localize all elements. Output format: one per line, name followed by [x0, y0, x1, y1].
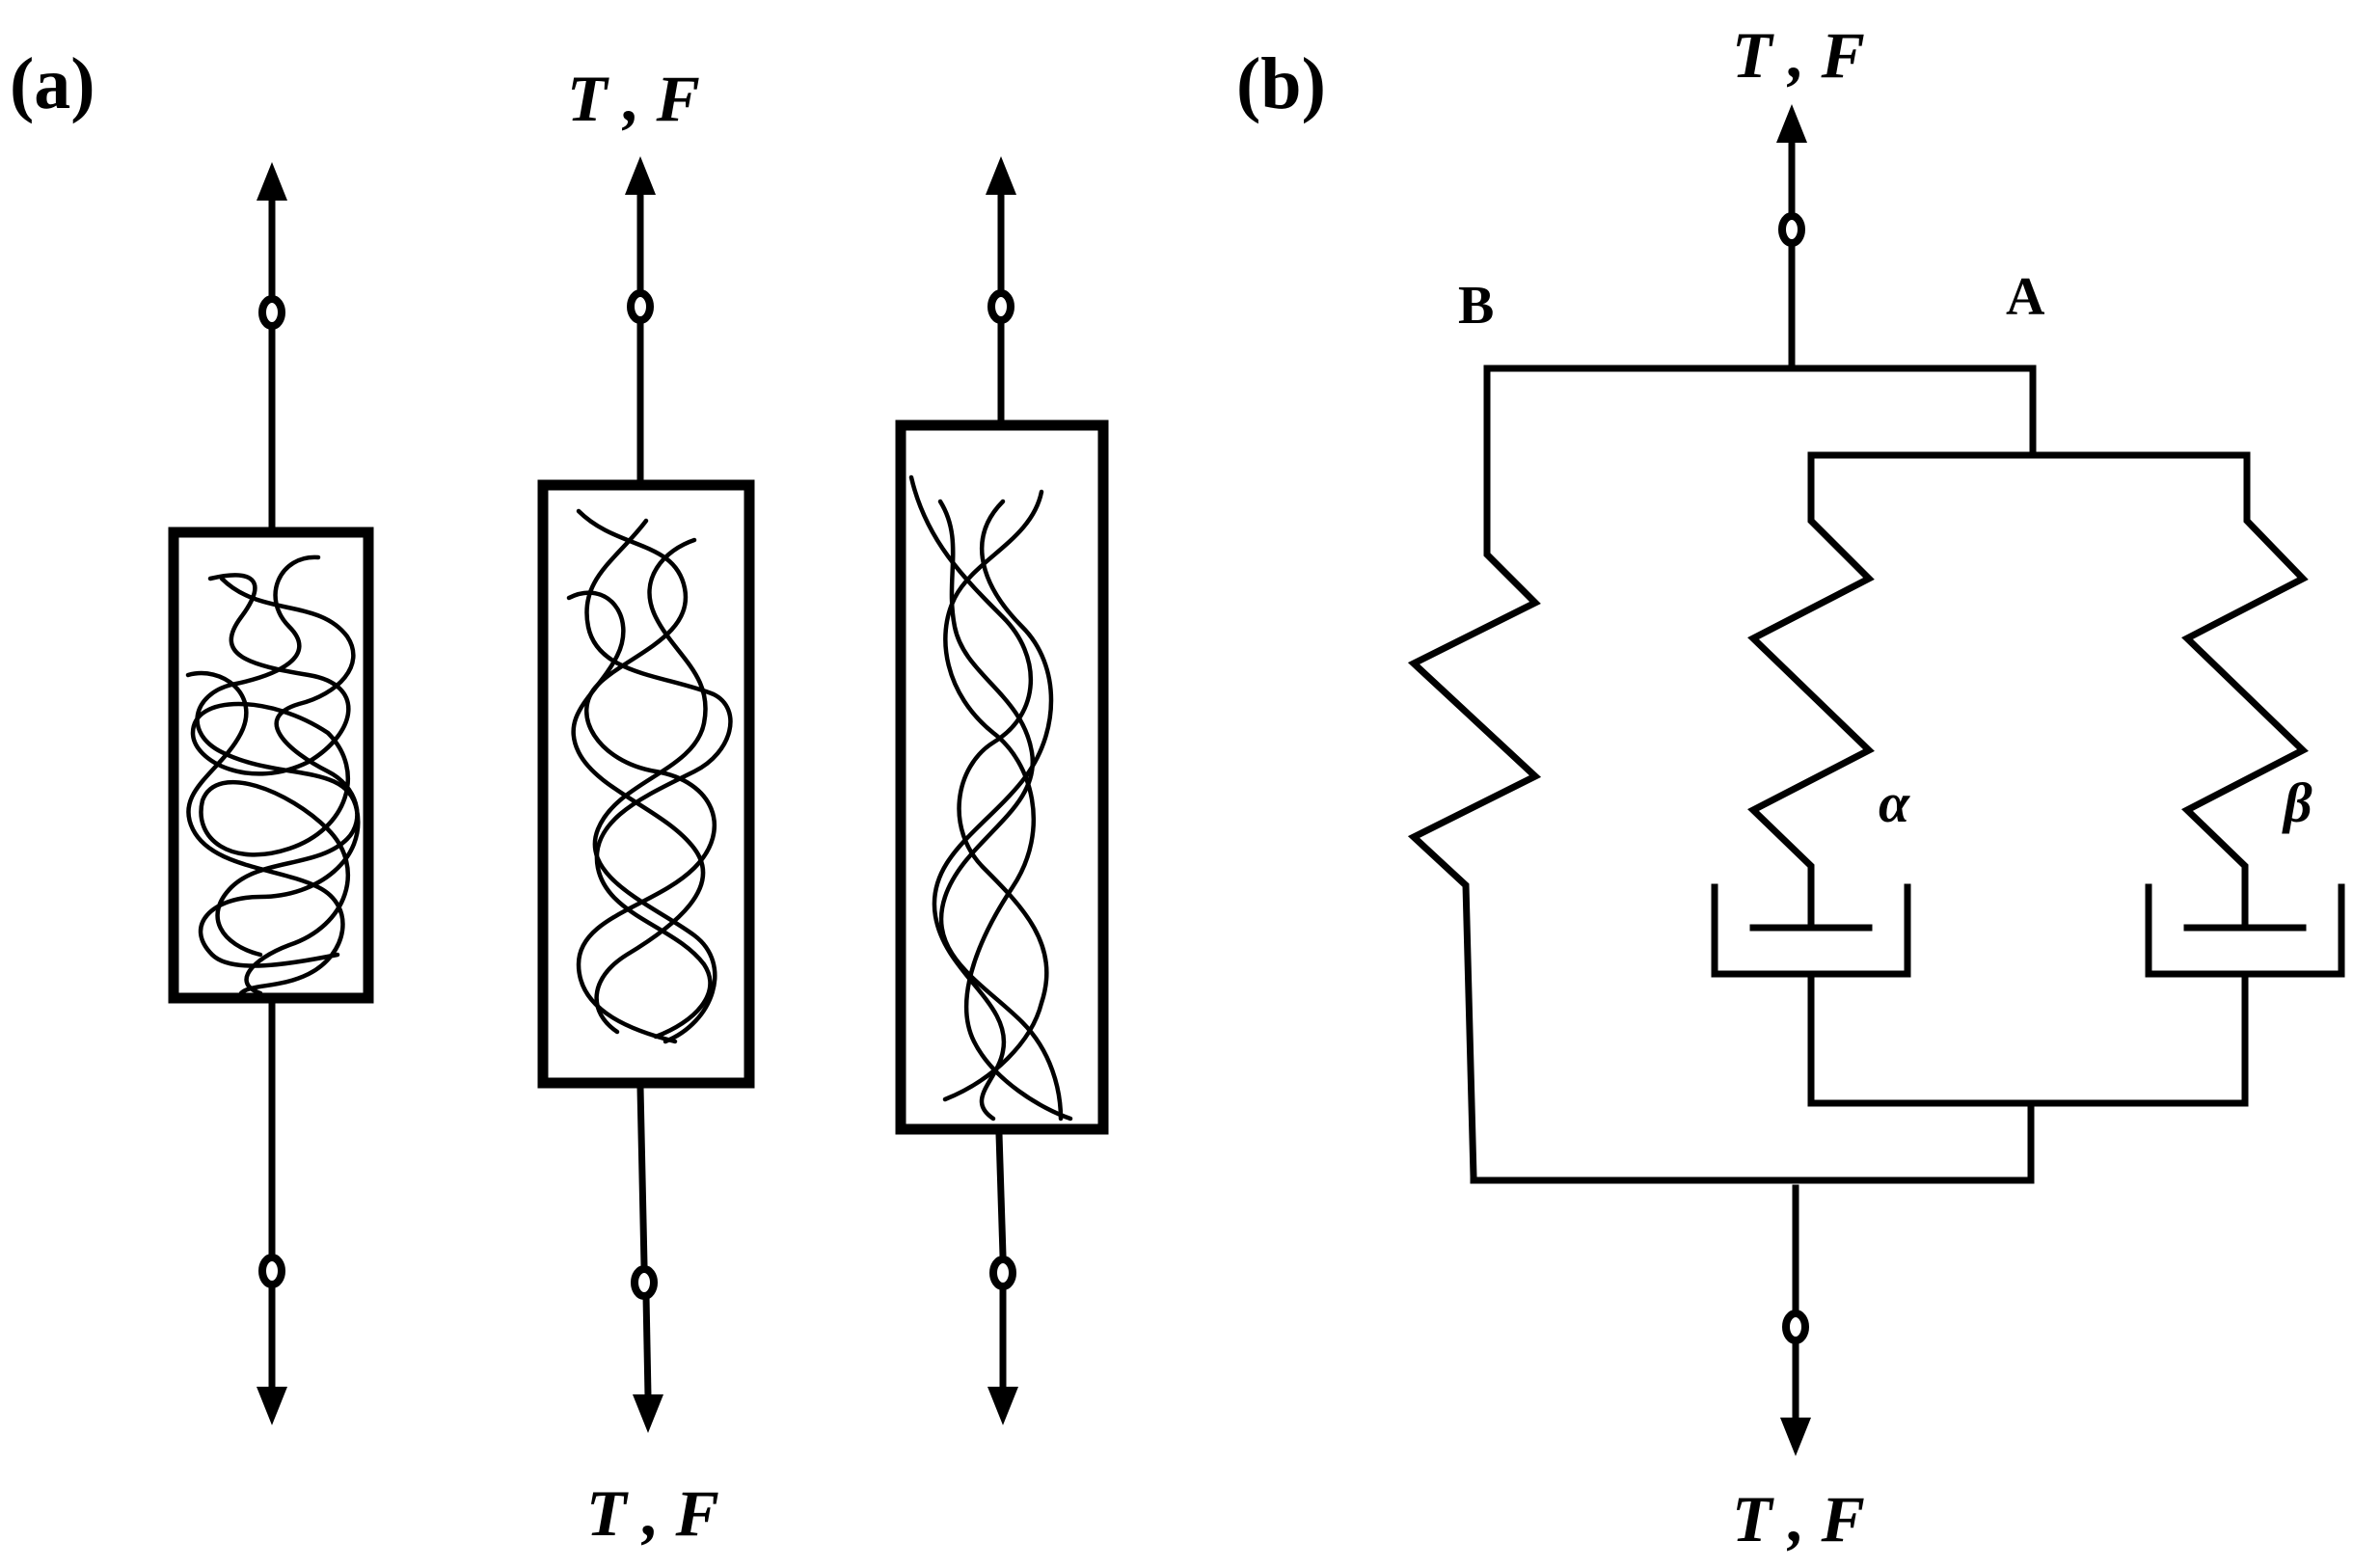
- element-2-lower-rod: [636, 1084, 648, 1269]
- element-3-box: [895, 419, 1109, 1135]
- element-3-bottom-hinge: [989, 1256, 1016, 1290]
- panel-b-top-force-label: T , F: [1732, 18, 1865, 92]
- element-1-chain-1: [190, 573, 351, 996]
- polymer-element-2: [537, 156, 755, 1433]
- panel-b-label: (b): [1236, 43, 1326, 124]
- spring-beta: [2181, 451, 2309, 925]
- element-2-chain-4: [584, 518, 733, 1040]
- panel-b-bottom-force-label: T , F: [1732, 1482, 1865, 1555]
- element-alpha-label: α: [1879, 771, 1910, 834]
- polymer-element-1: [168, 162, 374, 1425]
- element-2-top-hinge: [627, 289, 654, 324]
- element-2-bottom-arrowhead: [633, 1394, 663, 1433]
- element-3-top-hinge: [987, 289, 1014, 324]
- panel-a-label: (a): [10, 43, 95, 124]
- model-top-arrowhead: [1776, 104, 1807, 143]
- element-3-chain-3: [937, 499, 1064, 1122]
- element-2-top-arrowhead: [625, 156, 656, 195]
- polymer-element-3: [895, 156, 1109, 1425]
- branch-b-label: B: [1458, 276, 1494, 336]
- element-1-top-hinge: [258, 295, 285, 330]
- spring-alpha: [1747, 451, 1875, 925]
- element-1-chain-3: [185, 670, 345, 996]
- branch-a-label: A: [2006, 267, 2045, 327]
- element-2-chain-1: [576, 508, 717, 1044]
- spring-b: [1407, 365, 1542, 1180]
- element-2-chain-2: [592, 537, 717, 1044]
- element-1-box: [168, 527, 374, 1004]
- panel-a-top-force-label: T , F: [567, 62, 700, 135]
- model-bottom-arrowhead: [1780, 1418, 1811, 1456]
- element-3-bottom-arrowhead: [987, 1387, 1018, 1425]
- model-bottom-hinge: [1782, 1310, 1809, 1344]
- element-3-chain-4: [932, 499, 1054, 1122]
- element-1-bottom-hinge: [258, 1254, 285, 1288]
- rheological-model: [1407, 104, 2345, 1456]
- element-2-bottom-hinge: [631, 1265, 658, 1300]
- element-1-bottom-arrowhead: [257, 1387, 287, 1425]
- element-1-top-arrowhead: [257, 162, 287, 201]
- element-3-chain-1: [908, 474, 1049, 1102]
- element-3-lower-rod: [995, 1130, 1007, 1259]
- element-1-chain-4: [215, 576, 360, 958]
- element-2-chain-3: [566, 590, 706, 1035]
- panel-a-bottom-force-label: T , F: [586, 1476, 719, 1550]
- element-beta-label: β: [2282, 771, 2312, 834]
- element-3-top-arrowhead: [986, 156, 1016, 195]
- element-3-chain-2: [943, 489, 1073, 1122]
- element-2-bottom-rod: [642, 1292, 652, 1400]
- element-1-chain-2: [195, 554, 361, 968]
- model-top-hinge: [1778, 212, 1805, 247]
